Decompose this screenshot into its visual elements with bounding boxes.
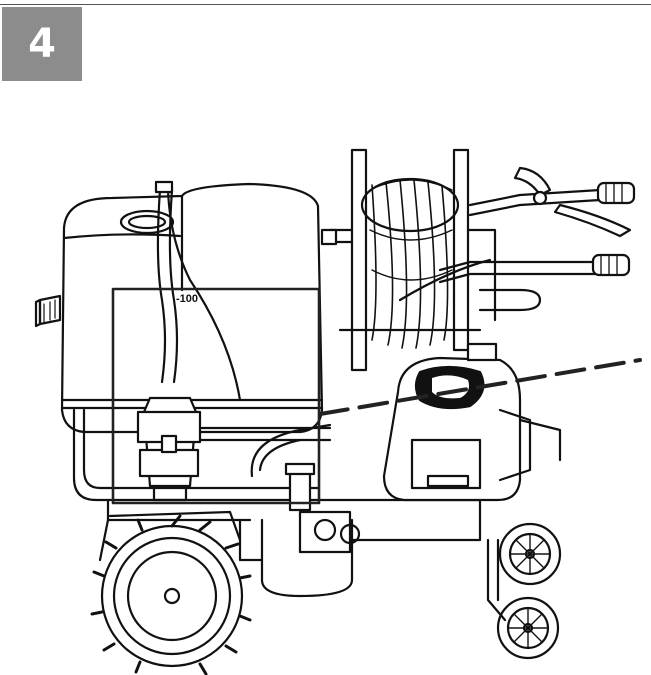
- filter-assembly: [136, 180, 332, 502]
- header-rule: [0, 4, 651, 5]
- hose-reel: [320, 148, 542, 372]
- tank: [34, 182, 324, 434]
- handles: [338, 166, 636, 332]
- step-number-badge: 4: [2, 7, 82, 81]
- pump-assembly: [238, 423, 361, 598]
- callout-dashed-line: [318, 358, 642, 416]
- engine: [382, 342, 562, 502]
- tank-level-mark: -100: [176, 293, 198, 305]
- big-wheel: [90, 510, 252, 675]
- highlight-box: [111, 287, 321, 505]
- small-wheels: [486, 522, 562, 660]
- step-number: 4: [28, 21, 56, 67]
